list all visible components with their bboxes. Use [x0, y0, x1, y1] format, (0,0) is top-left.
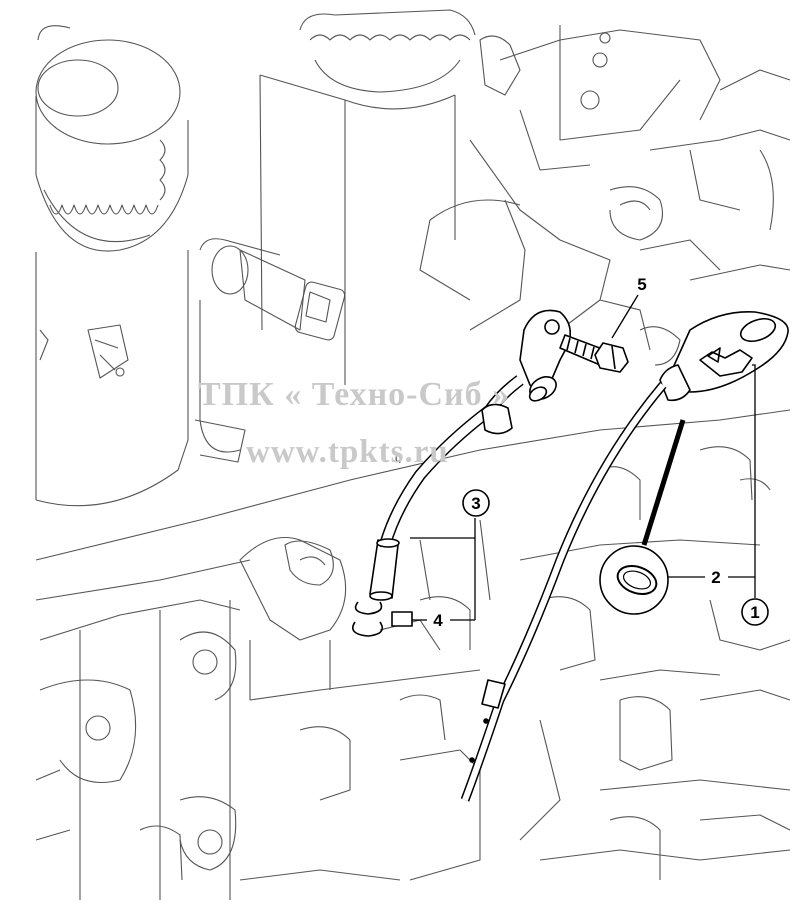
bolt-part	[559, 334, 629, 373]
callout-4-label: 4	[433, 611, 443, 630]
callout-leaders	[410, 294, 756, 621]
callout-4: 4	[433, 611, 443, 630]
callout-5: 5	[637, 275, 646, 294]
callout-3: 3	[462, 489, 490, 517]
callout-3-label: 3	[471, 494, 480, 513]
engine-block-background	[35, 9, 791, 900]
dipstick-part	[460, 311, 789, 802]
dipstick-tube-assembly: Ч	[352, 309, 571, 637]
callout-1: 1	[741, 598, 769, 626]
o-ring-detail	[599, 419, 686, 615]
callout-1-label: 1	[750, 603, 759, 622]
callout-2-label: 2	[711, 568, 720, 587]
callout-5-label: 5	[637, 275, 646, 294]
watermark-url: www.tpkts.ru	[246, 434, 449, 470]
svg-text:Ч: Ч	[395, 455, 401, 465]
watermark-company: ТПК « Техно-Сиб »	[198, 376, 511, 413]
callout-2: 2	[711, 568, 720, 587]
